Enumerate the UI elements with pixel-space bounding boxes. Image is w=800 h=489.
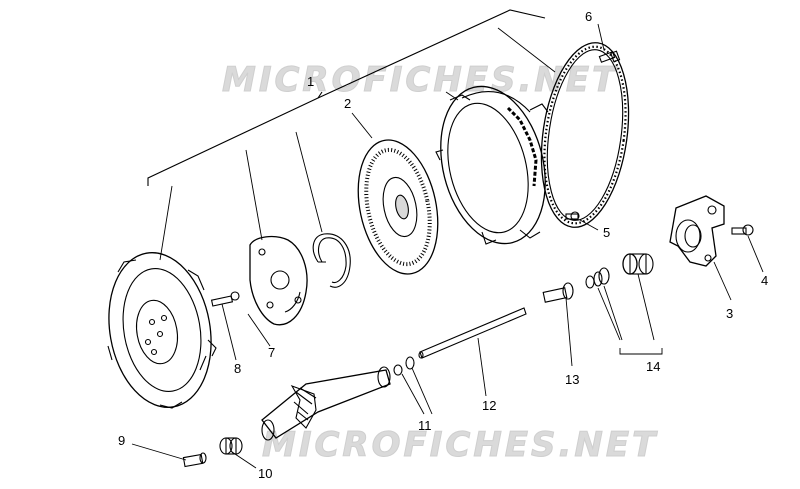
callout-7: 7 <box>268 345 276 360</box>
leader-5 <box>579 219 599 231</box>
leader-10 <box>231 451 257 469</box>
bolt-4 <box>731 224 754 236</box>
callout-1: 1 <box>307 74 315 89</box>
snap-ring <box>312 233 351 288</box>
leader-1d <box>445 91 459 101</box>
leader-14a <box>637 273 655 341</box>
bracket-14 <box>619 348 663 355</box>
callout-9: 9 <box>118 433 126 448</box>
ring-gear <box>540 42 630 228</box>
input-shaft <box>261 366 391 441</box>
pressure-plate <box>435 85 549 245</box>
leader-8 <box>221 303 237 361</box>
leader-1b <box>245 149 263 241</box>
callout-8: 8 <box>234 361 242 376</box>
callout-5: 5 <box>603 225 611 240</box>
leader-lines <box>131 23 764 469</box>
watermark-top: MICROFICHES.NET <box>221 60 619 101</box>
leader-12 <box>477 337 487 397</box>
bolt-8 <box>210 291 240 307</box>
flywheel <box>107 252 217 409</box>
callout-2: 2 <box>344 96 352 111</box>
leader-14c <box>597 287 621 341</box>
leader-13 <box>565 297 573 367</box>
leader-11a <box>401 373 425 415</box>
clutch-disc <box>357 139 439 275</box>
watermark-bottom: MICROFICHES.NET <box>261 425 659 466</box>
leader-2 <box>351 112 373 139</box>
push-rod <box>418 307 527 359</box>
slave-cylinder <box>669 195 725 267</box>
screw-6 <box>598 50 621 63</box>
spacers <box>393 356 415 376</box>
bushing-10 <box>219 437 243 455</box>
leader-7 <box>247 313 271 347</box>
callout-11: 11 <box>418 418 432 433</box>
leader-1e <box>497 27 556 73</box>
pin-9 <box>182 452 207 468</box>
leader-11b <box>411 367 433 415</box>
callout-3: 3 <box>726 306 734 321</box>
screw-5 <box>565 211 580 221</box>
leader-14b <box>603 285 623 341</box>
callout-4: 4 <box>761 273 769 288</box>
leader-3 <box>713 261 732 301</box>
callout-6: 6 <box>585 9 593 24</box>
leader-1a <box>159 185 173 261</box>
leader-1c <box>295 131 323 233</box>
callout-14: 14 <box>646 359 661 374</box>
group-bracket-1 <box>147 9 546 186</box>
leader-6 <box>597 23 605 51</box>
callout-12: 12 <box>482 398 497 413</box>
callout-10: 10 <box>258 466 273 481</box>
seal-kit <box>585 253 654 289</box>
callout-13: 13 <box>565 372 580 387</box>
pushrod-cap <box>542 282 574 303</box>
leader-4 <box>747 235 764 273</box>
leader-9 <box>131 443 187 461</box>
spring-plate <box>249 235 308 326</box>
